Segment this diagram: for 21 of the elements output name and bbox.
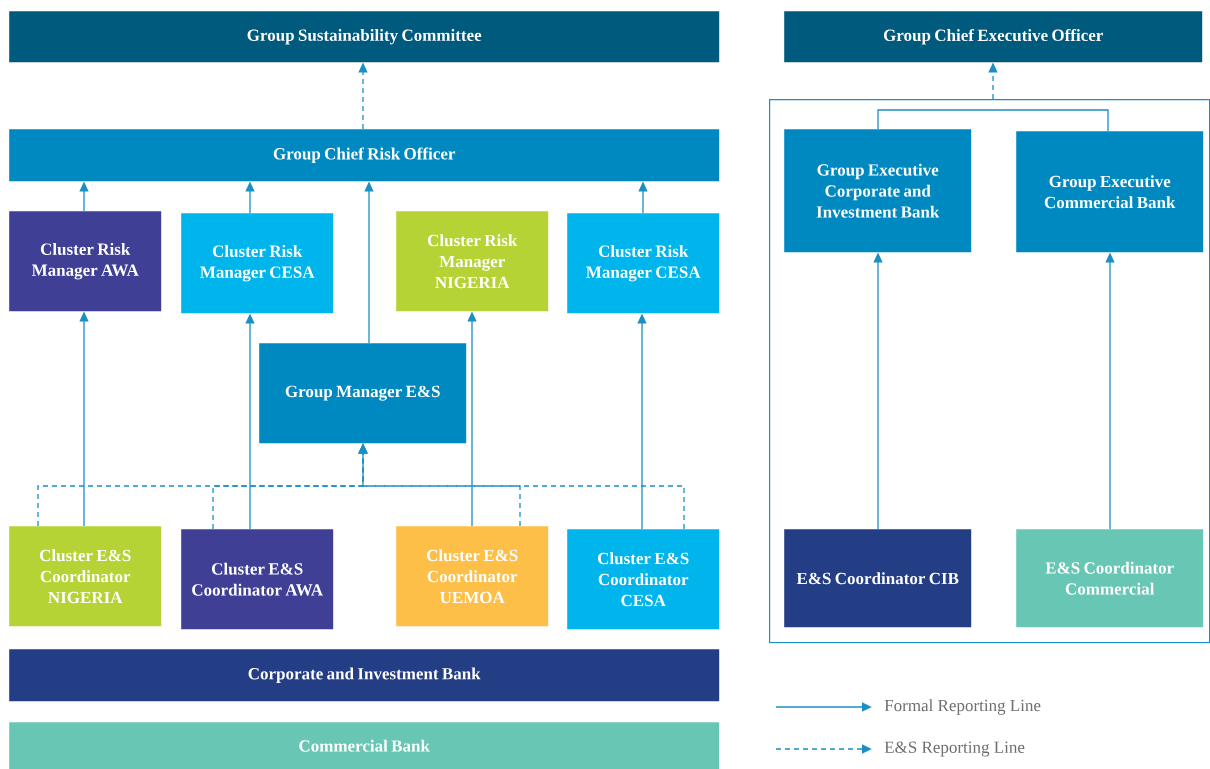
- org-box: Cluster Risk Manager AWA: [9, 211, 162, 312]
- org-box: Cluster E&S Coordinator NIGERIA: [9, 526, 162, 627]
- org-box: Cluster Risk Manager NIGERIA: [396, 211, 549, 312]
- org-box: Commercial Bank: [9, 722, 720, 769]
- org-box: Group Sustainability Committee: [9, 11, 720, 63]
- connector-line: [877, 109, 1109, 132]
- org-box: E&S Coordinator CIB: [784, 529, 972, 628]
- org-box: Cluster Risk Manager CESA: [181, 213, 334, 314]
- org-box: Group Chief Risk Officer: [9, 129, 720, 182]
- legend-text: Formal Reporting Line: [884, 699, 1041, 715]
- org-box: E&S Coordinator Commercial: [1016, 529, 1204, 628]
- org-box: Group Executive Commercial Bank: [1016, 131, 1204, 253]
- org-box: Corporate and Investment Bank: [9, 649, 720, 702]
- org-box: Group Executive Corporate and Investment Bank: [784, 129, 972, 253]
- legend-text: E&S Reporting Line: [884, 741, 1025, 757]
- org-box: Cluster Risk Manager CESA: [567, 213, 720, 314]
- org-box: Group Manager E&S: [259, 343, 467, 444]
- org-box: Group Chief Executive Officer: [784, 11, 1203, 63]
- org-box: Cluster E&S Coordinator AWA: [181, 529, 334, 630]
- org-box: Cluster E&S Coordinator UEMOA: [396, 526, 549, 627]
- org-box: Cluster E&S Coordinator CESA: [567, 529, 720, 630]
